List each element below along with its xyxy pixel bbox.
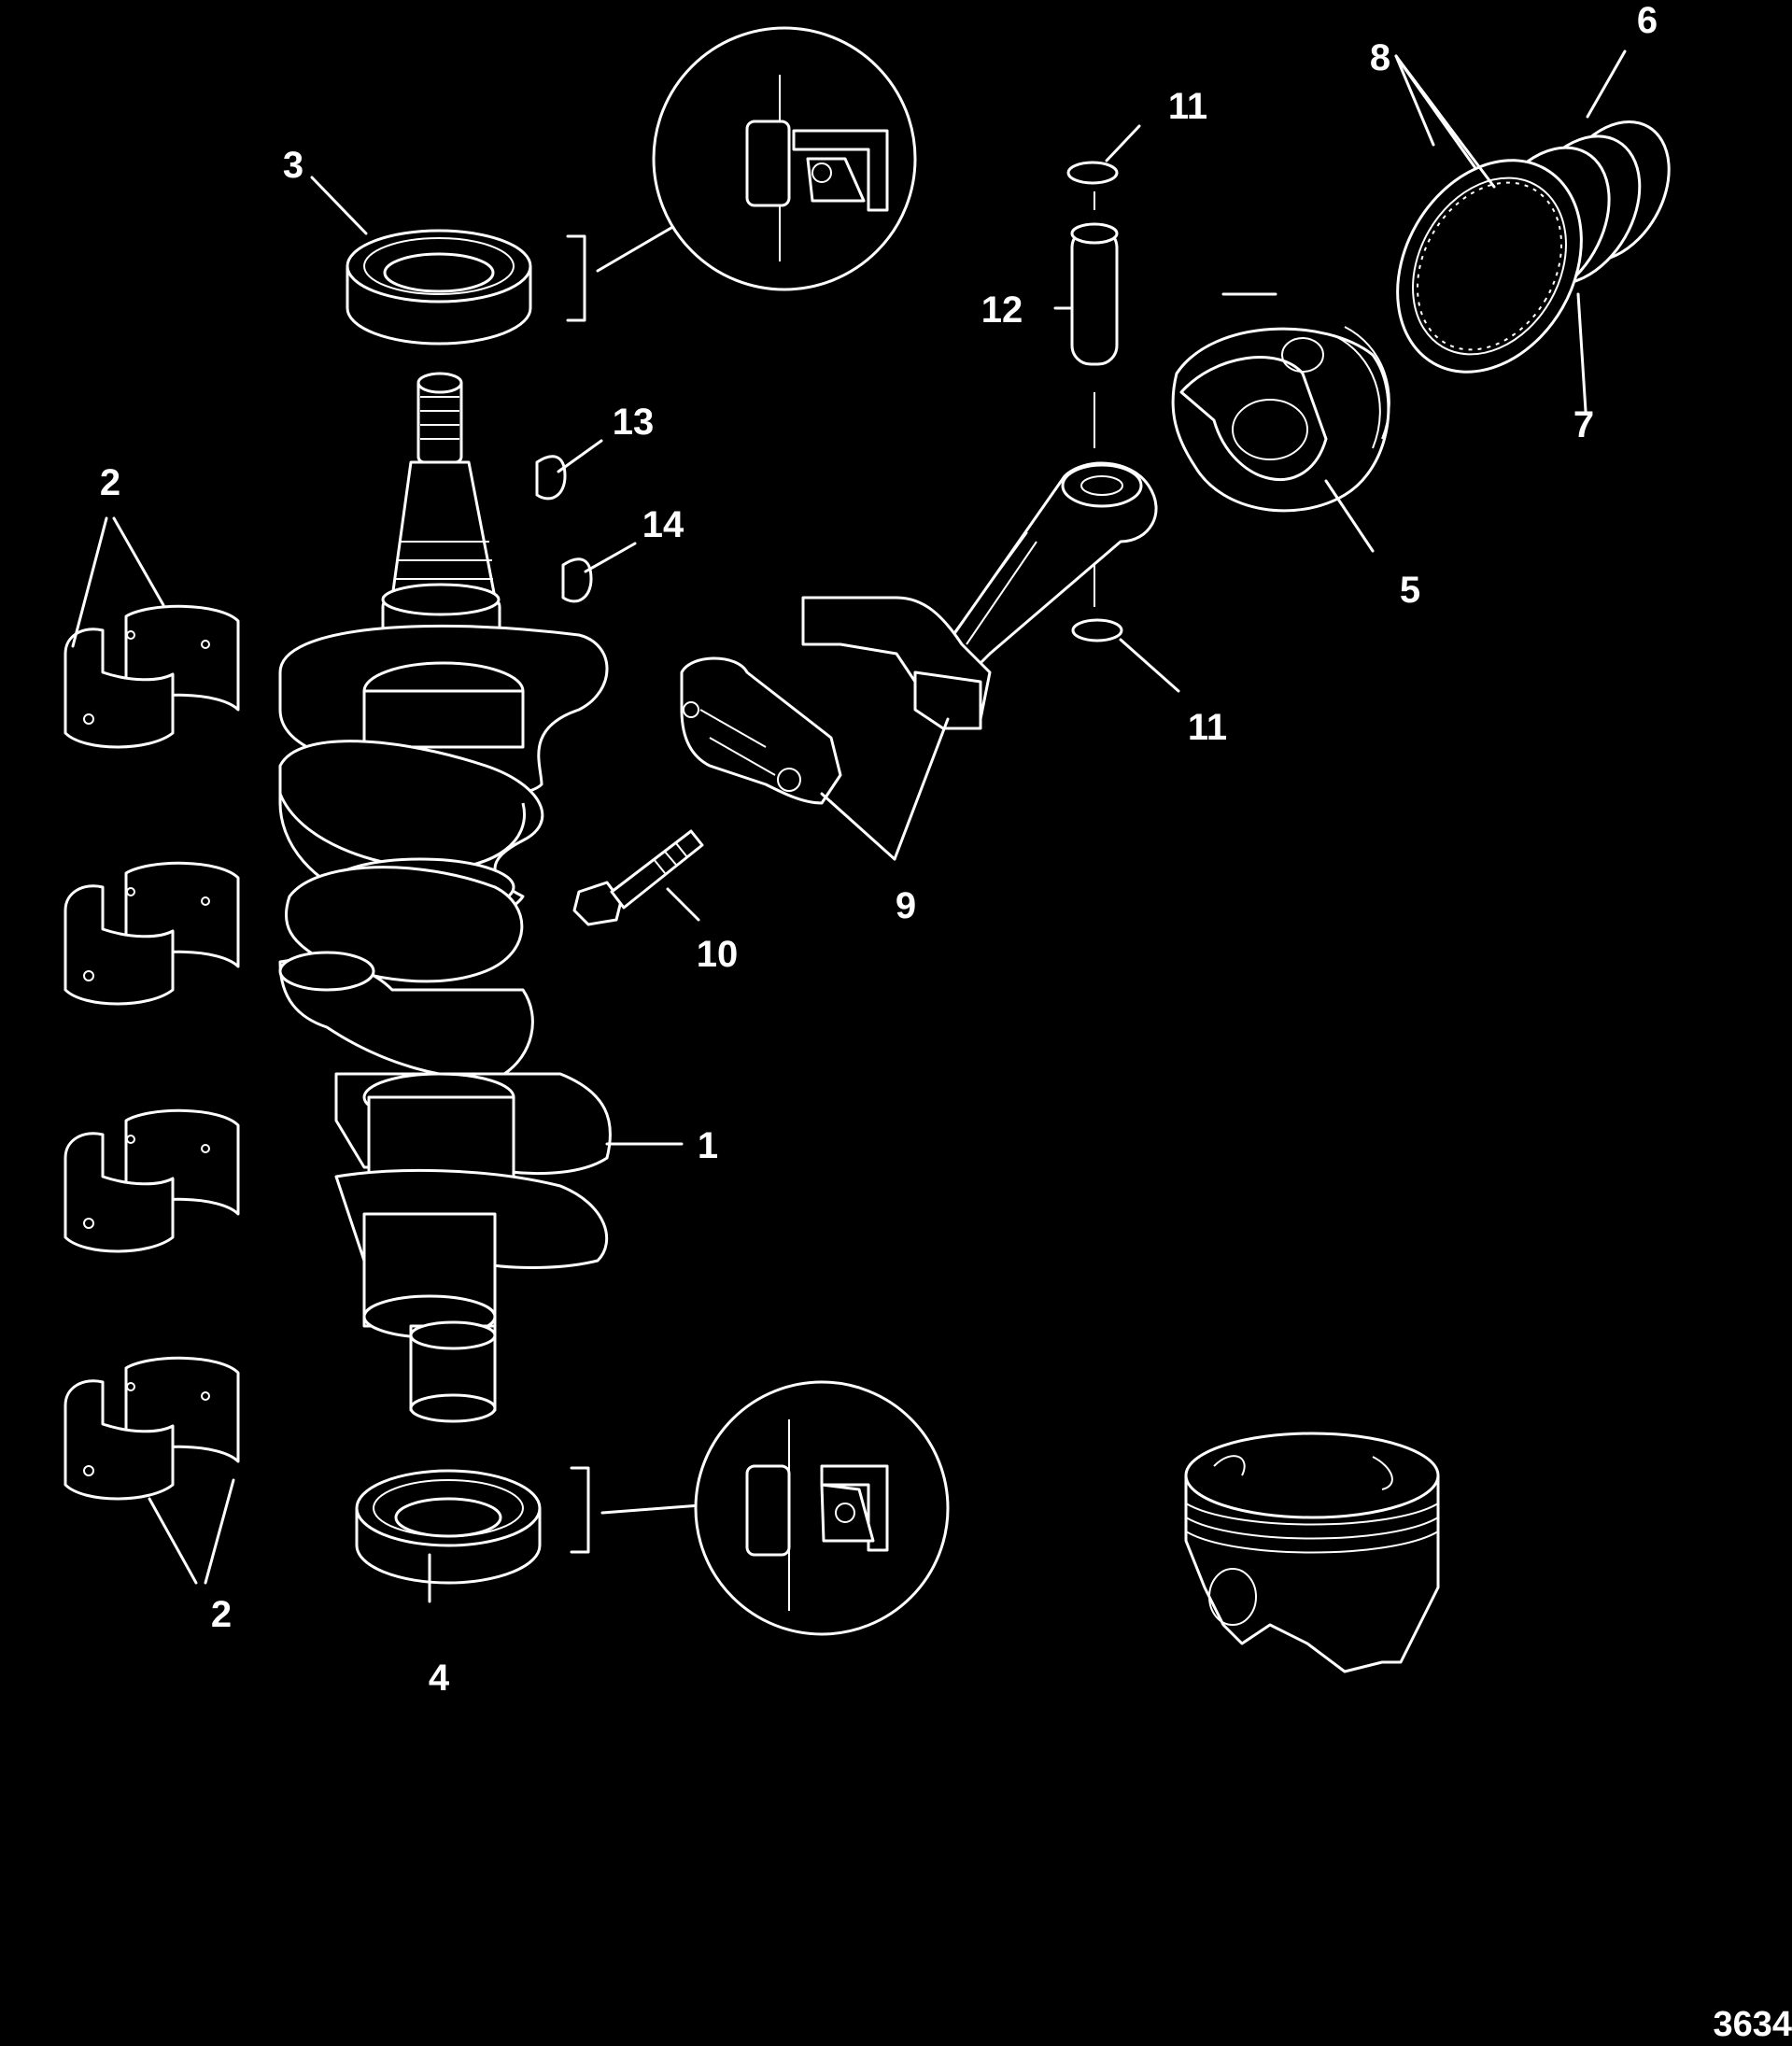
callout-label: 14 xyxy=(642,504,684,545)
callout-label: 11 xyxy=(1188,707,1227,748)
woodruff-key-lower xyxy=(561,557,593,603)
woodruff-key-upper xyxy=(535,455,567,501)
bottom-oil-seal xyxy=(355,1466,702,1585)
callout-label: 1 xyxy=(698,1125,718,1166)
callout-label: 6 xyxy=(1637,0,1658,41)
callout-label: 4 xyxy=(429,1658,450,1699)
callout-label: 10 xyxy=(697,934,739,975)
rod-bolt xyxy=(572,829,704,926)
bottom-seal-detail-view xyxy=(694,1380,950,1636)
top-seal-detail-view xyxy=(652,26,917,291)
callout-label: 9 xyxy=(896,885,916,926)
callout-label: 3 xyxy=(283,145,303,186)
piston-ring-set xyxy=(1396,120,1671,374)
piston-pin xyxy=(1070,222,1119,366)
callout-label: 2 xyxy=(100,462,120,503)
figure-id: 3634 xyxy=(1713,2005,1792,2044)
main-bearing-set-3 xyxy=(63,1108,240,1253)
piston xyxy=(1171,326,1390,513)
main-bearing-set-1 xyxy=(63,604,240,749)
piston-pin-clip-lower xyxy=(1071,618,1123,642)
top-oil-seal xyxy=(346,204,712,346)
callout-label: 12 xyxy=(981,289,1023,331)
crankshaft xyxy=(278,372,612,1423)
callout-label: 13 xyxy=(613,402,655,443)
connecting-rod xyxy=(801,461,1158,730)
leader-lines xyxy=(71,49,1627,1603)
assembled-piston-view xyxy=(1184,1432,1440,1673)
connecting-rod-cap xyxy=(680,656,842,805)
callout-label: 11 xyxy=(1168,86,1207,127)
callout-label: 2 xyxy=(211,1594,232,1635)
main-bearing-set-2 xyxy=(63,861,240,1006)
callout-label: 8 xyxy=(1370,37,1390,78)
callout-label: 7 xyxy=(1573,404,1594,445)
piston-pin-clip-upper xyxy=(1066,161,1119,185)
callout-labels: 1 2 2 3 4 5 6 7 8 9 10 11 11 12 13 14 xyxy=(100,0,1658,1699)
main-bearing-set-4 xyxy=(63,1356,240,1501)
callout-label: 5 xyxy=(1400,570,1420,611)
